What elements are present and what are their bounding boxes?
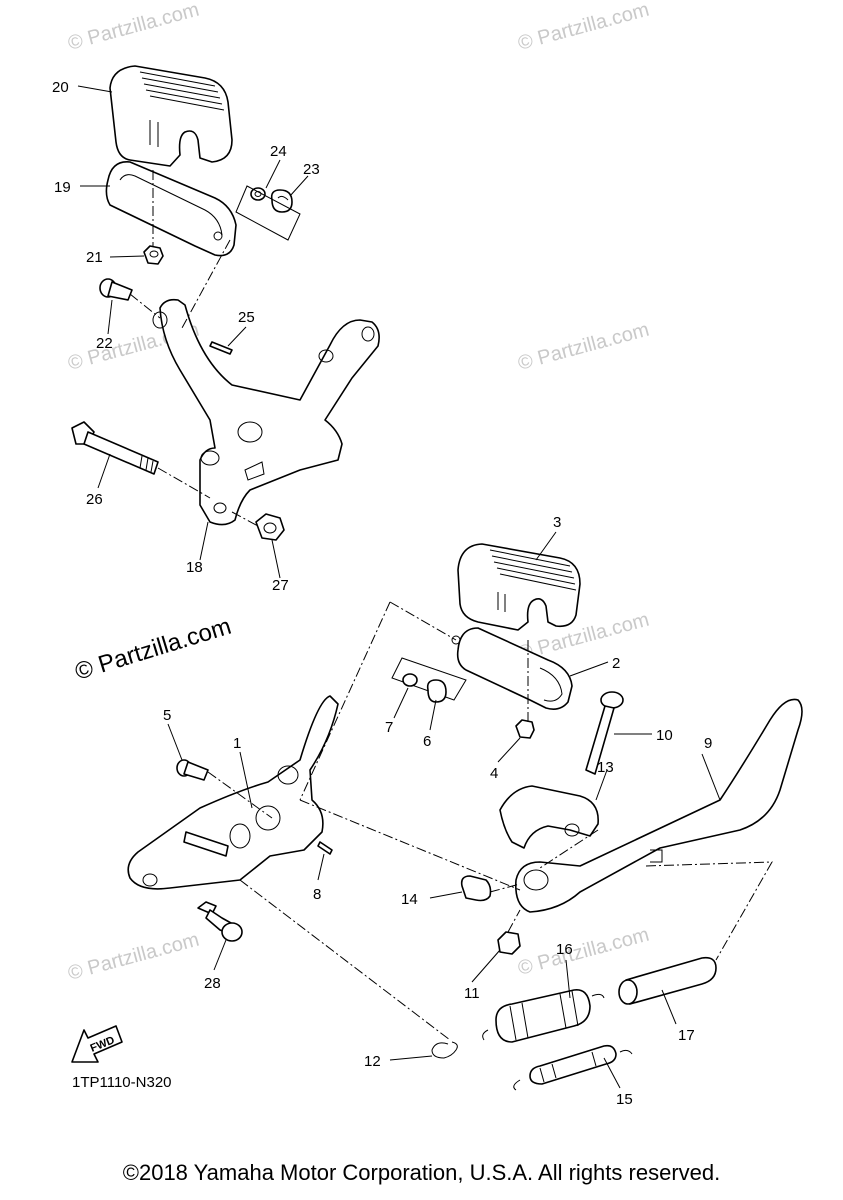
- part-18-footrest-bracket: [152, 298, 380, 526]
- part-2-footrest: [451, 627, 573, 710]
- part-11-nut: [497, 931, 521, 955]
- part-19-footrest: [105, 161, 237, 257]
- callout-12: 12: [364, 1053, 381, 1070]
- part-4-nut: [515, 719, 535, 739]
- callout-5: 5: [163, 707, 171, 724]
- callout-11: 11: [464, 985, 480, 1002]
- callout-3: 3: [553, 514, 561, 531]
- part-8-cotter-pin: [317, 841, 333, 855]
- part-6-spring: [426, 679, 447, 703]
- part-20-footrest-rubber: [109, 65, 233, 167]
- fwd-arrow-icon: FWD: [71, 1025, 123, 1063]
- callout-22: 22: [96, 335, 113, 352]
- callout-9: 9: [704, 735, 712, 752]
- callout-1: 1: [233, 735, 241, 752]
- lower-sidestand-assembly: [127, 543, 803, 1091]
- part-15-spring: [513, 1044, 633, 1091]
- part-28-bolt: [197, 901, 243, 942]
- part-21-nut: [143, 245, 164, 265]
- callout-19: 19: [54, 179, 71, 196]
- callout-25: 25: [238, 309, 255, 326]
- callout-20: 20: [52, 79, 69, 96]
- callout-27: 27: [272, 577, 289, 594]
- callout-21: 21: [86, 249, 103, 266]
- part-23-spring: [270, 189, 293, 213]
- watermark-6: © Partzilla.com: [66, 929, 202, 985]
- callout-17: 17: [678, 1027, 695, 1044]
- upper-footrest-assembly: [71, 65, 380, 541]
- callout-10: 10: [656, 727, 673, 744]
- callout-14: 14: [401, 891, 418, 908]
- part-3-footrest-rubber: [457, 543, 581, 631]
- part-24-washer: [250, 187, 266, 201]
- part-27-nut: [255, 513, 285, 541]
- leader-lines: [77, 85, 721, 1089]
- watermark-large: © Partzilla.com: [72, 613, 235, 686]
- callout-13: 13: [597, 759, 614, 776]
- callout-6: 6: [423, 733, 431, 750]
- callout-26: 26: [86, 491, 103, 508]
- callout-4: 4: [490, 765, 498, 782]
- part-14-collar: [460, 875, 492, 902]
- part-17-cover: [618, 956, 717, 1005]
- part-5-pin: [176, 759, 209, 781]
- part-13-bracket: [499, 785, 599, 849]
- part-16-spring: [482, 989, 605, 1043]
- callout-24: 24: [270, 143, 287, 160]
- part-1-sidestand-bracket: [127, 695, 339, 890]
- callout-7: 7: [385, 719, 393, 736]
- part-22-pin: [99, 278, 133, 301]
- diagram-code: 1TP1110-N320: [72, 1074, 172, 1091]
- callout-labels: 20 19 24 23 21 22 25 26 18 27 3 2 7 6 4 …: [52, 79, 712, 1108]
- watermark-4: © Partzilla.com: [516, 319, 652, 375]
- part-25-cotter-pin: [209, 341, 233, 355]
- copyright-notice: ©2018 Yamaha Motor Corporation, U.S.A. A…: [122, 1160, 721, 1185]
- callout-28: 28: [204, 975, 221, 992]
- callout-15: 15: [616, 1091, 633, 1108]
- part-26-bolt: [71, 421, 159, 475]
- watermark-2: © Partzilla.com: [516, 0, 652, 55]
- callout-23: 23: [303, 161, 320, 178]
- part-10-bolt: [585, 691, 624, 775]
- callout-18: 18: [186, 559, 203, 576]
- watermark-7: © Partzilla.com: [516, 924, 652, 980]
- part-7-washer: [402, 673, 418, 687]
- callout-8: 8: [313, 886, 321, 903]
- watermark-1: © Partzilla.com: [66, 0, 202, 55]
- callout-2: 2: [612, 655, 620, 672]
- part-12-clip: [431, 1041, 458, 1059]
- callout-16: 16: [556, 941, 573, 958]
